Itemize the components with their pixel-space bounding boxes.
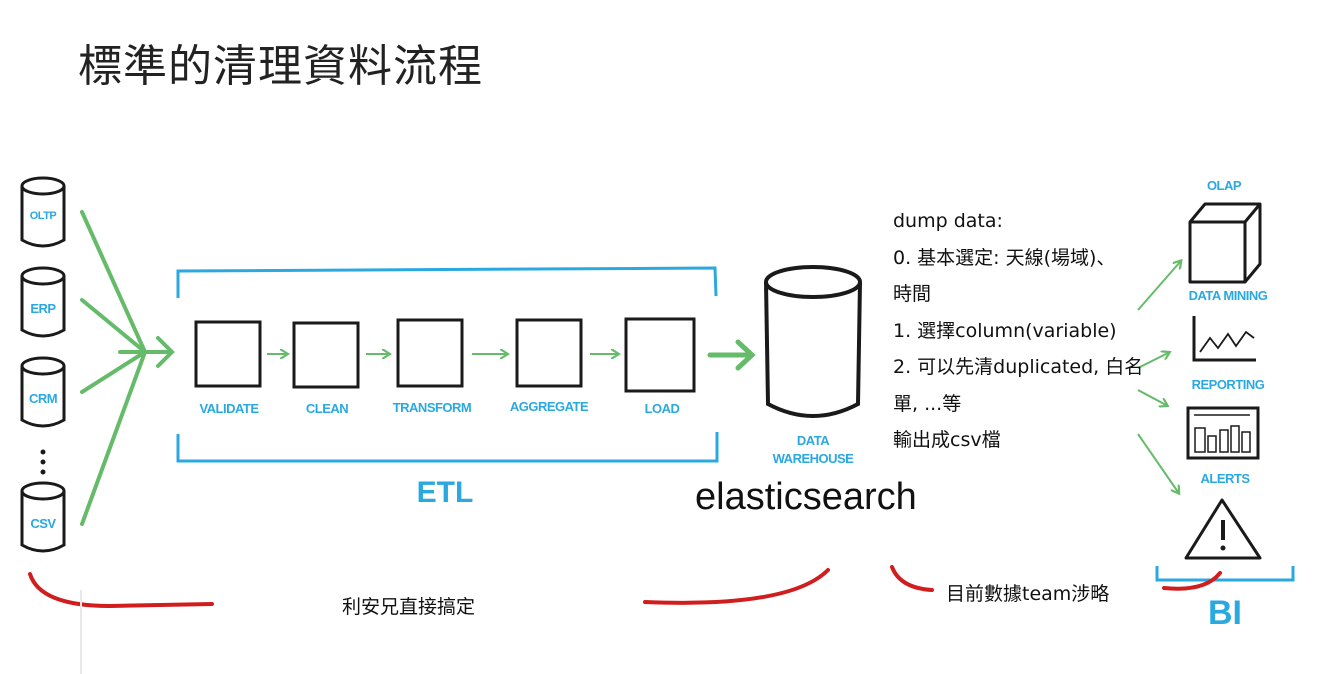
notes-line-4: 2. 可以先清duplicated, 白名單, ...等 [893, 356, 1144, 415]
step-label-transform: TRANSFORM [392, 400, 472, 415]
data-mining-chart-icon [1192, 316, 1256, 362]
page-title: 標準的清理資料流程 [78, 41, 483, 92]
bi-label: BI [1208, 594, 1242, 632]
warehouse-label-line1: DATA [796, 433, 830, 448]
step-label-clean: CLEAN [305, 401, 349, 416]
step-label-aggregate: AGGREGATE [509, 399, 589, 414]
notes-block: dump data: 0. 基本選定: 天線(場域)、時間 1. 選擇colum… [893, 203, 1153, 459]
source-label-csv: CSV [30, 516, 56, 531]
step-box-validate [194, 320, 262, 388]
converging-arrows [80, 210, 175, 526]
step-box-transform [396, 318, 464, 388]
step-label-load: LOAD [644, 401, 680, 416]
step-box-load [624, 317, 696, 393]
warehouse-label-line2: WAREHOUSE [772, 451, 854, 466]
bi-label-olap: OLAP [1206, 178, 1242, 193]
elasticsearch-label: elasticsearch [695, 476, 917, 518]
alert-triangle-icon [1184, 498, 1262, 560]
source-label-erp: ERP [30, 301, 56, 316]
divider-line [80, 590, 82, 674]
notes-line-2: 0. 基本選定: 天線(場域)、時間 [893, 246, 1116, 306]
source-db-csv [20, 481, 66, 553]
bi-label-data-mining: DATA MINING [1188, 288, 1268, 303]
data-warehouse-cylinder [764, 265, 862, 418]
source-db-oltp [20, 176, 66, 248]
annotation-right: 目前數據team涉略 [946, 583, 1110, 605]
step-box-clean [292, 321, 360, 389]
notes-line-1: dump data: [893, 210, 1003, 232]
notes-line-5: 輸出成csv檔 [893, 429, 1001, 451]
source-label-oltp: OLTP [29, 210, 57, 222]
ellipsis-dots [40, 449, 46, 475]
bi-label-reporting: REPORTING [1191, 377, 1265, 392]
annotation-left: 利安兄直接搞定 [342, 596, 476, 618]
source-label-crm: CRM [28, 391, 58, 406]
step-box-aggregate [515, 318, 583, 388]
etl-label: ETL [416, 476, 474, 509]
olap-cube-icon [1188, 202, 1262, 284]
load-to-warehouse-arrow [707, 339, 756, 371]
step-label-validate: VALIDATE [199, 401, 259, 416]
bi-bracket [1155, 566, 1295, 582]
notes-line-3: 1. 選擇column(variable) [893, 319, 1117, 342]
source-db-crm [20, 356, 66, 428]
etl-bracket [176, 266, 719, 463]
reporting-dashboard-icon [1186, 406, 1260, 460]
red-annotation-strokes [28, 565, 1222, 609]
source-db-erp [20, 266, 66, 338]
bi-label-alerts: ALERTS [1200, 471, 1251, 486]
warehouse-label: DATA WAREHOUSE [768, 432, 858, 468]
bi-arrows [1137, 262, 1180, 492]
